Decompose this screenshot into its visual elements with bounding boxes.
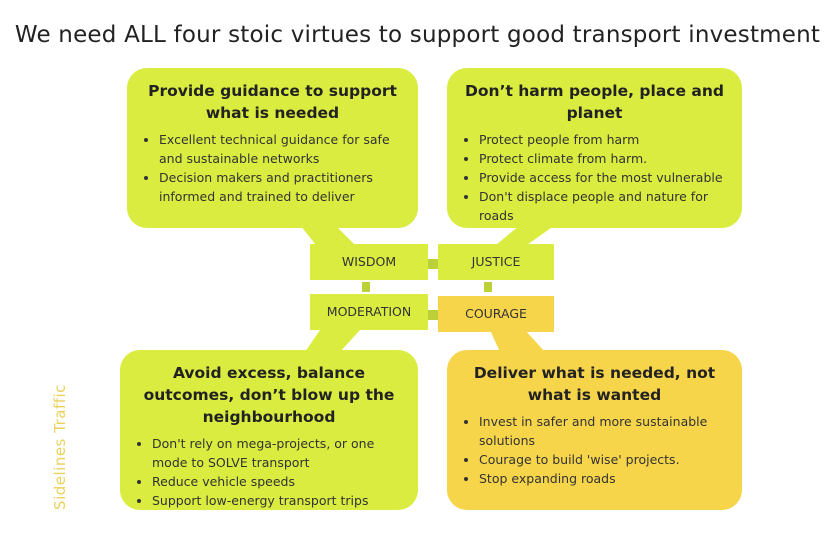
list-item: Support low-energy transport trips bbox=[152, 491, 404, 510]
watermark-text: Sidelines Traffic bbox=[51, 384, 69, 510]
list-item: Invest in safer and more sustainable sol… bbox=[479, 412, 728, 450]
courage-list: Invest in safer and more sustainable sol… bbox=[461, 412, 728, 488]
list-item: Provide access for the most vulnerable bbox=[479, 168, 728, 187]
list-item: Don't rely on mega-projects, or one mode… bbox=[152, 434, 404, 472]
justice-label: JUSTICE bbox=[438, 244, 554, 280]
list-item: Stop expanding roads bbox=[479, 469, 728, 488]
courage-heading: Deliver what is needed, not what is want… bbox=[473, 364, 716, 404]
list-item: Excellent technical guidance for safe an… bbox=[159, 130, 404, 168]
moderation-label: MODERATION bbox=[310, 294, 428, 330]
page-title: We need ALL four stoic virtues to suppor… bbox=[14, 22, 821, 48]
connector-moderation bbox=[305, 330, 360, 352]
connector-wisdom bbox=[300, 225, 360, 250]
list-item: Decision makers and practitioners inform… bbox=[159, 168, 404, 206]
list-item: Reduce vehicle speeds bbox=[152, 472, 404, 491]
link-wisdom-moderation bbox=[362, 282, 370, 292]
moderation-list: Don't rely on mega-projects, or one mode… bbox=[134, 434, 404, 510]
wisdom-label: WISDOM bbox=[310, 244, 428, 280]
moderation-heading: Avoid excess, balance outcomes, don’t bl… bbox=[143, 364, 395, 426]
link-justice-courage bbox=[484, 282, 492, 292]
connector-justice bbox=[490, 225, 555, 250]
list-item: Protect climate from harm. bbox=[479, 149, 728, 168]
list-item: Protect people from harm bbox=[479, 130, 728, 149]
wisdom-box: Provide guidance to support what is need… bbox=[127, 68, 418, 228]
justice-heading: Don’t harm people, place and planet bbox=[465, 82, 724, 122]
list-item: Don't displace people and nature for roa… bbox=[479, 187, 728, 225]
list-item: Courage to build 'wise' projects. bbox=[479, 450, 728, 469]
wisdom-heading: Provide guidance to support what is need… bbox=[148, 82, 397, 122]
link-moderation-courage bbox=[428, 310, 438, 320]
courage-label: COURAGE bbox=[438, 296, 554, 332]
justice-box: Don’t harm people, place and planet Prot… bbox=[447, 68, 742, 228]
moderation-box: Avoid excess, balance outcomes, don’t bl… bbox=[120, 350, 418, 510]
connector-courage bbox=[490, 330, 545, 352]
courage-box: Deliver what is needed, not what is want… bbox=[447, 350, 742, 510]
justice-list: Protect people from harm Protect climate… bbox=[461, 130, 728, 225]
wisdom-list: Excellent technical guidance for safe an… bbox=[141, 130, 404, 206]
link-wisdom-justice bbox=[428, 259, 438, 269]
